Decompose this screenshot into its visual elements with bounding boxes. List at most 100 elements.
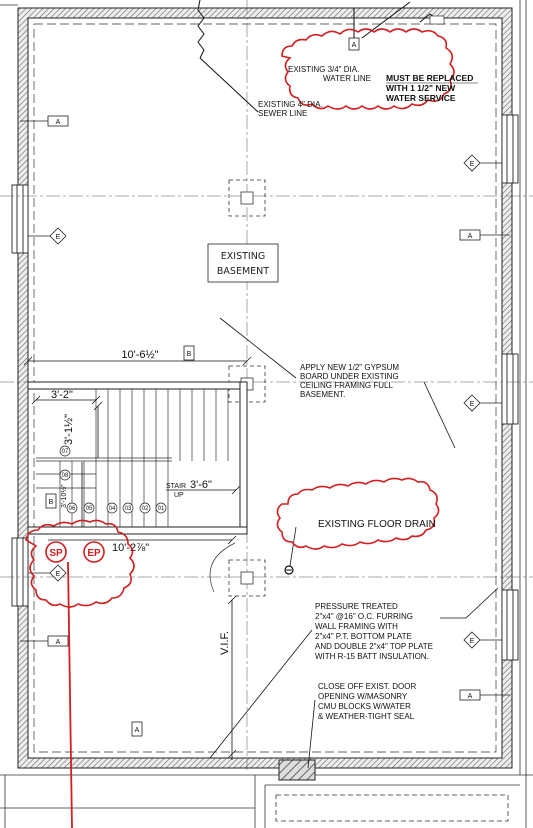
svg-text:PRESSURE TREATED: PRESSURE TREATED [315,602,398,611]
svg-text:BASEMENT.: BASEMENT. [300,390,345,399]
svg-text:A: A [56,639,61,646]
stair-walls [27,381,248,535]
svg-text:2"x4" @16" O.C. FURRING: 2"x4" @16" O.C. FURRING [315,612,413,621]
note-gypsum: APPLY NEW 1/2" GYPSUM BOARD UNDER EXISTI… [300,363,399,399]
svg-text:MUST BE REPLACED: MUST BE REPLACED [386,73,473,83]
dim-vif: V.I.F. [219,631,231,655]
tag-e-left-bottom: E [28,564,67,582]
step-number: 06 [66,502,78,514]
sp-panel: SP [45,541,67,563]
svg-text:E: E [56,234,61,241]
step-number: 04 [106,502,118,514]
svg-text:EXISTING 3/4" DIA.: EXISTING 3/4" DIA. [288,65,359,74]
dimension-lines [23,356,252,760]
note-floor-drain: EXISTING FLOOR DRAIN [318,519,436,530]
tag-e-left-top: E [28,227,67,245]
step-number: 07 [59,445,71,457]
svg-text:B: B [187,351,192,358]
cloud-water-service [281,28,455,110]
dim-lower-run: 10'-2⅞" [112,542,149,554]
svg-text:04: 04 [109,506,116,512]
svg-text:2"x4" P.T. BOTTOM PLATE: 2"x4" P.T. BOTTOM PLATE [315,632,412,641]
svg-text:EXISTING: EXISTING [221,251,265,262]
room-label: EXISTING BASEMENT [207,243,279,283]
step-number: 02 [139,502,151,514]
ep-panel: EP [83,541,105,563]
dim-stair-run: 10'-6½" [121,349,158,361]
svg-text:WATER LINE: WATER LINE [323,74,371,83]
svg-text:07: 07 [62,449,69,455]
svg-text:A: A [468,233,473,240]
svg-text:SEWER LINE: SEWER LINE [258,109,307,118]
leader-lines [209,317,499,769]
cloud-panels [25,519,135,608]
service-line [67,561,73,828]
svg-text:CLOSE OFF EXIST. DOOR: CLOSE OFF EXIST. DOOR [318,682,416,691]
svg-text:E: E [470,638,475,645]
note-water-line: EXISTING 3/4" DIA. WATER LINE [288,65,371,83]
revision-clouds [25,28,455,608]
stairs [36,389,229,527]
cloud-floor-drain [276,477,440,550]
tag-a-left-top: A [20,115,69,127]
step-number: 05 [83,502,95,514]
tag-a-left-bottom: A [20,635,69,647]
svg-text:WALL FRAMING WITH: WALL FRAMING WITH [315,622,398,631]
svg-text:EP: EP [87,548,101,559]
svg-text:OPENING W/MASONRY: OPENING W/MASONRY [318,692,408,701]
tag-b-lower: B [45,493,57,509]
svg-text:APPLY NEW 1/2" GYPSUM: APPLY NEW 1/2" GYPSUM [300,363,399,372]
svg-text:CMU BLOCKS W/WATER: CMU BLOCKS W/WATER [318,702,411,711]
dim-stair-width: 3'-2" [51,389,73,401]
utility-lines [197,0,445,113]
svg-text:B: B [49,499,54,506]
svg-text:& WEATHER-TIGHT SEAL: & WEATHER-TIGHT SEAL [318,712,415,721]
note-sewer-line: EXISTING 4" DIA. SEWER LINE [258,100,323,118]
stair-label: STAIR [166,483,186,490]
tag-a-top: A [348,37,360,51]
notes: EXISTING 3/4" DIA. WATER LINE MUST BE RE… [258,65,478,721]
dim-stair-vert: 3'-1½" [63,414,75,445]
svg-text:E: E [470,401,475,408]
step-number: 03 [122,502,134,514]
step-number: 01 [155,502,167,514]
door-swing [209,542,236,593]
tag-b-upper: B [183,345,195,361]
note-furring: PRESSURE TREATED 2"x4" @16" O.C. FURRING… [315,602,433,661]
tag-a-right-top: A [459,229,510,241]
svg-text:E: E [56,571,61,578]
svg-text:05: 05 [86,506,93,512]
dim-stair: 3'-6" [190,479,212,491]
svg-text:03: 03 [125,506,132,512]
note-water-replace: MUST BE REPLACED WITH 1 1/2" NEW WATER S… [386,73,478,103]
svg-text:CEILING FRAMING FULL: CEILING FRAMING FULL [300,381,393,390]
svg-text:A: A [352,42,357,49]
svg-text:A: A [135,727,140,734]
svg-text:06: 06 [69,506,76,512]
svg-text:A: A [56,119,61,126]
note-door: CLOSE OFF EXIST. DOOR OPENING W/MASONRY … [318,682,416,721]
svg-text:BOARD UNDER EXISTING: BOARD UNDER EXISTING [300,372,399,381]
dim-stair-vert-2: 3'-10½" [60,484,68,508]
tag-e-right-1: E [463,154,502,172]
svg-text:01: 01 [158,506,165,512]
step-numbers: 01 02 03 04 05 06 07 08 [59,445,167,514]
step-number: 08 [59,469,71,481]
svg-text:08: 08 [62,473,69,479]
svg-text:WATER SERVICE: WATER SERVICE [386,93,456,103]
tag-e-right-2: E [463,394,502,412]
door-cmu-infill [278,759,316,781]
svg-text:BASEMENT: BASEMENT [217,266,269,277]
tag-a-right-bottom: A [459,689,510,701]
svg-text:WITH R-15 BATT INSULATION.: WITH R-15 BATT INSULATION. [315,652,429,661]
svg-text:A: A [468,693,473,700]
svg-text:AND DOUBLE 2"x4" TOP PLATE: AND DOUBLE 2"x4" TOP PLATE [315,642,433,651]
stair-up: UP [174,492,184,499]
tag-e-right-3: E [463,631,502,649]
dimension-text: 10'-6½" 3'-2" 3'-1½" 3'-10½" 10'-2⅞" STA… [51,349,231,655]
floor-drain-icon [284,565,294,575]
windows [11,114,519,661]
svg-text:02: 02 [142,506,149,512]
